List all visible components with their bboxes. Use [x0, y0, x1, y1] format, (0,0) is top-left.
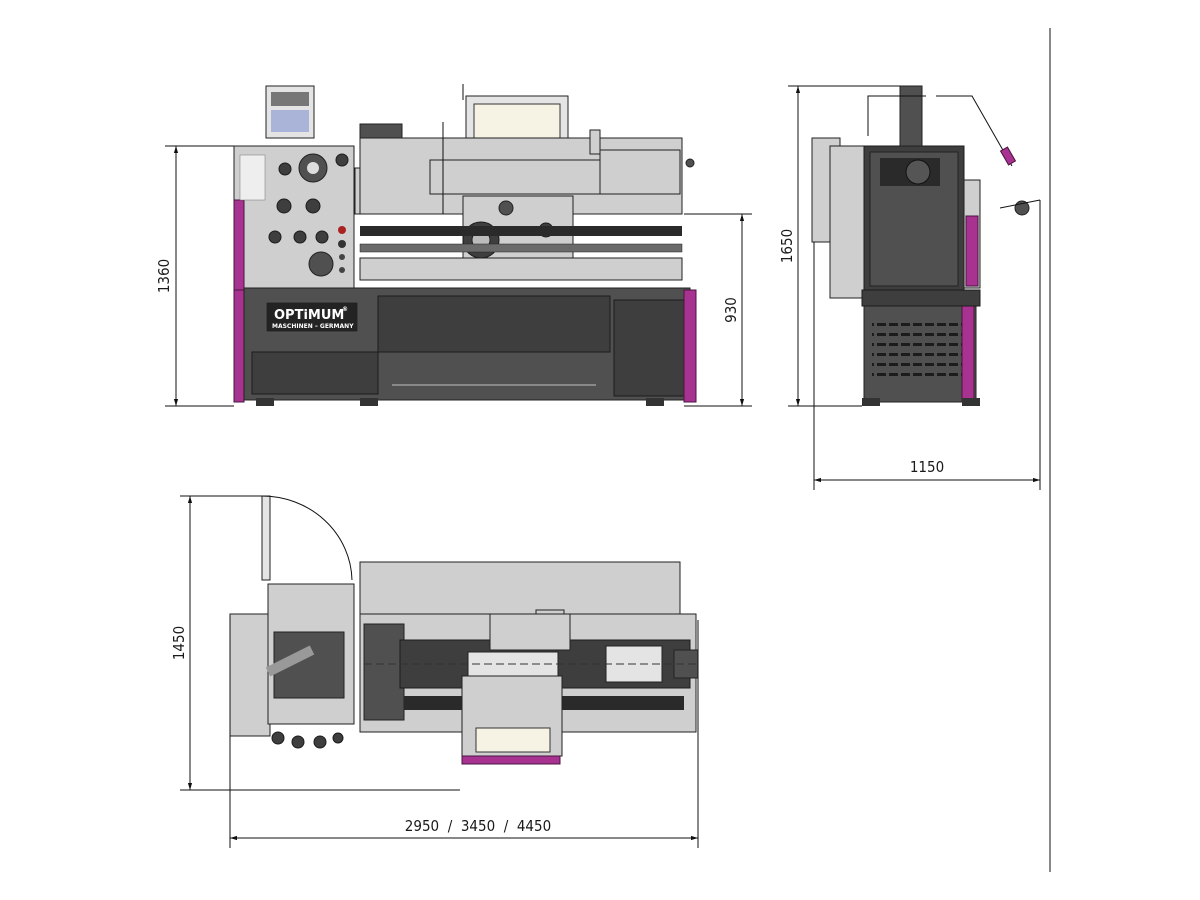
front-height-total-label: 1360 [155, 259, 173, 293]
top-dimensions: 1450 2950 / 3450 / 4450 [170, 495, 699, 848]
brand-logo: OPTiMUM [274, 308, 344, 323]
front-view: OPTiMUM ® MASCHINEN – GERMANY [233, 84, 697, 406]
top-length-options-label: 2950 / 3450 / 4450 [405, 817, 551, 835]
side-depth-label: 1150 [910, 458, 944, 476]
brand-registered-mark: ® [342, 306, 348, 313]
top-depth-label: 1450 [170, 626, 188, 660]
side-view [811, 85, 1041, 406]
front-height-bed-label: 930 [722, 297, 740, 323]
front-dimensions: 1360 930 [155, 145, 752, 407]
side-height-total-label: 1650 [778, 229, 796, 263]
side-dimensions: 1650 1150 [778, 85, 1041, 490]
top-view [229, 495, 700, 765]
brand-tagline: MASCHINEN – GERMANY [272, 323, 354, 330]
